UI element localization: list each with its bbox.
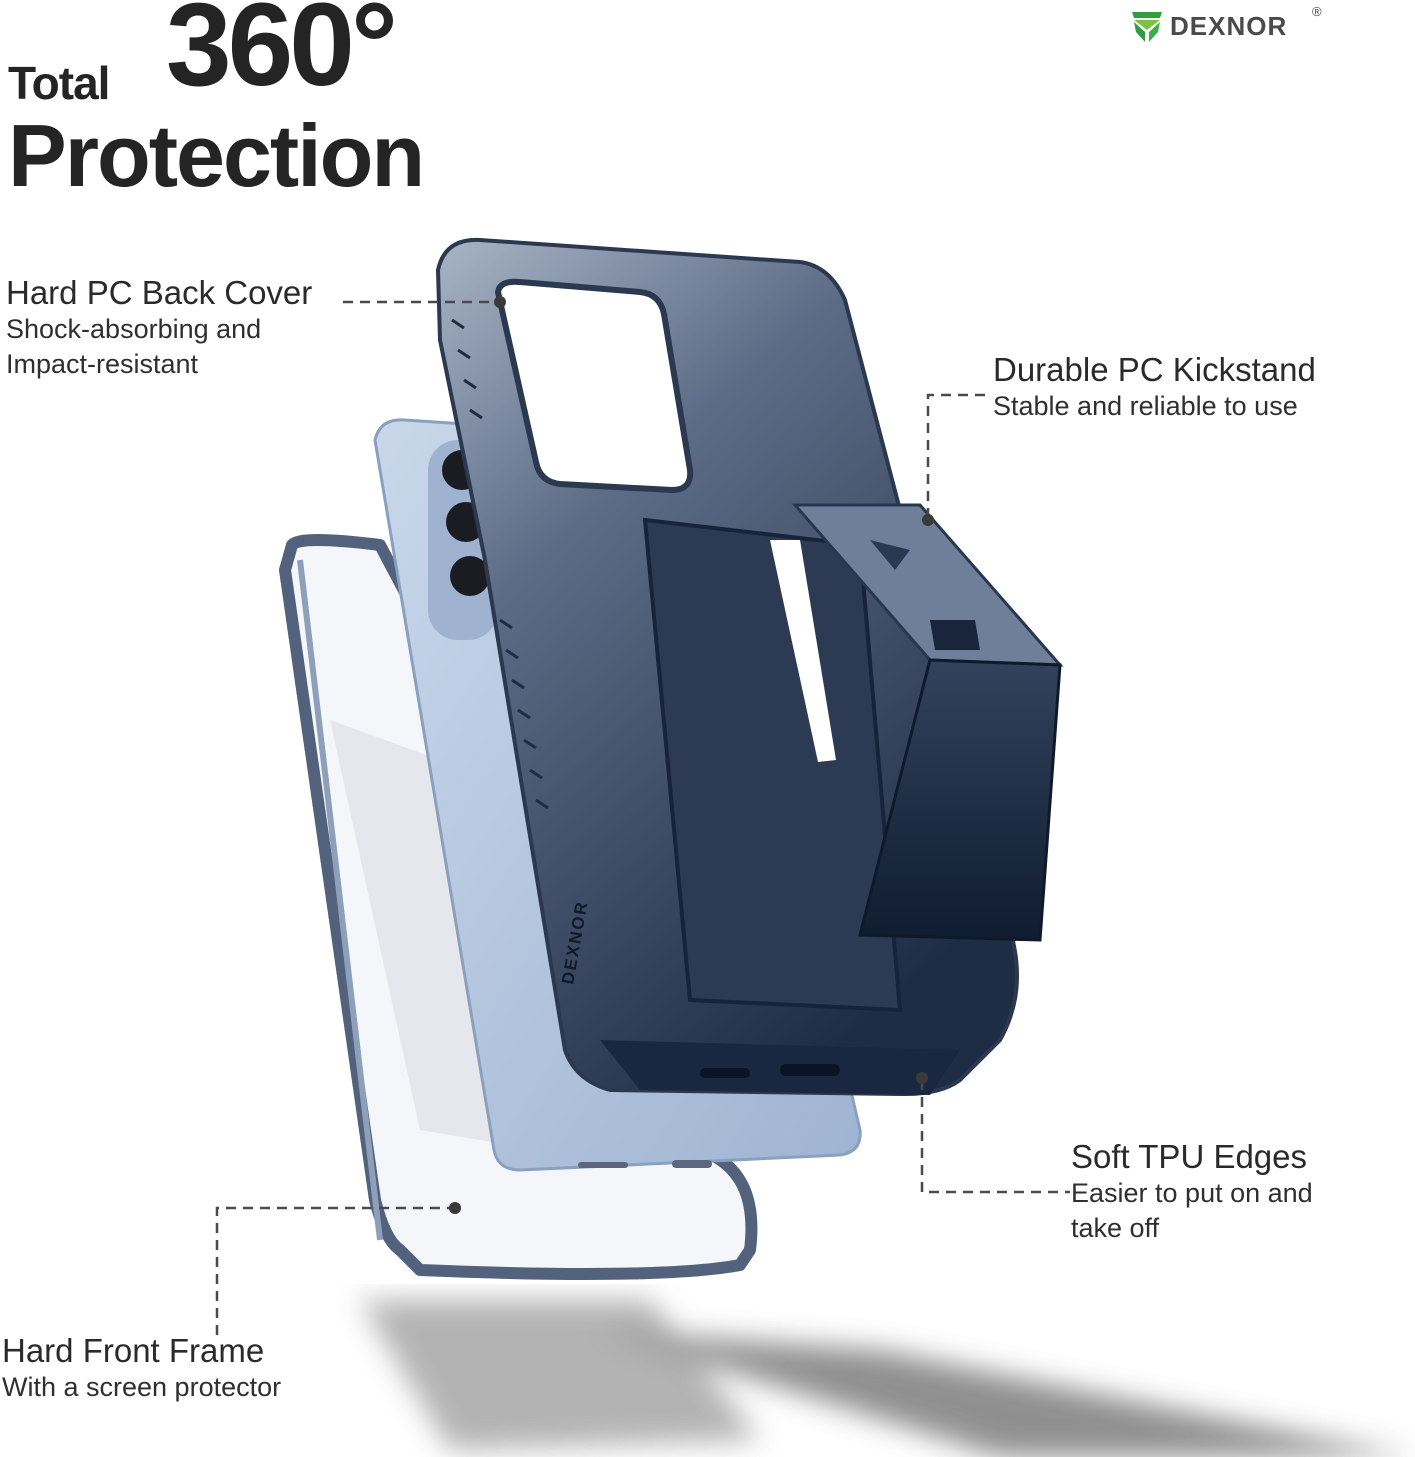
floor-shadow	[360, 1300, 1415, 1457]
callout-desc: With a screen protector	[2, 1372, 282, 1402]
leader-lines	[215, 300, 1070, 1335]
brand-name: DEXNOR	[1170, 10, 1288, 41]
callout-desc: Shock-absorbing and	[6, 314, 262, 344]
callout-desc: Impact-resistant	[6, 349, 199, 379]
callout-title: Durable PC Kickstand	[993, 351, 1316, 388]
callout-back-cover: Hard PC Back Cover Shock-absorbing and I…	[6, 274, 312, 382]
brand-logo: DEXNOR ®	[1130, 4, 1322, 44]
back-case-illustration: DEXNOR	[435, 237, 1020, 1097]
callout-title: Hard PC Back Cover	[6, 274, 313, 311]
headline-number: 360°	[166, 0, 398, 111]
headline-line2: Protection	[8, 106, 425, 205]
callout-desc: Easier to put on and	[1071, 1178, 1313, 1208]
callout-title: Hard Front Frame	[2, 1332, 265, 1369]
callout-front-frame: Hard Front Frame With a screen protector	[2, 1332, 281, 1405]
callout-tpu-edges: Soft TPU Edges Easier to put on and take…	[1071, 1138, 1313, 1246]
callout-title: Soft TPU Edges	[1071, 1138, 1308, 1175]
shield-logo-icon	[1132, 12, 1162, 42]
kickstand-illustration	[791, 503, 1064, 942]
callout-desc: Stable and reliable to use	[993, 391, 1298, 421]
headline-prefix: Total	[8, 57, 110, 109]
leader-dots	[449, 296, 934, 1214]
registered-mark: ®	[1312, 4, 1322, 19]
callout-kickstand: Durable PC Kickstand Stable and reliable…	[993, 351, 1316, 424]
callout-desc: take off	[1071, 1213, 1160, 1243]
